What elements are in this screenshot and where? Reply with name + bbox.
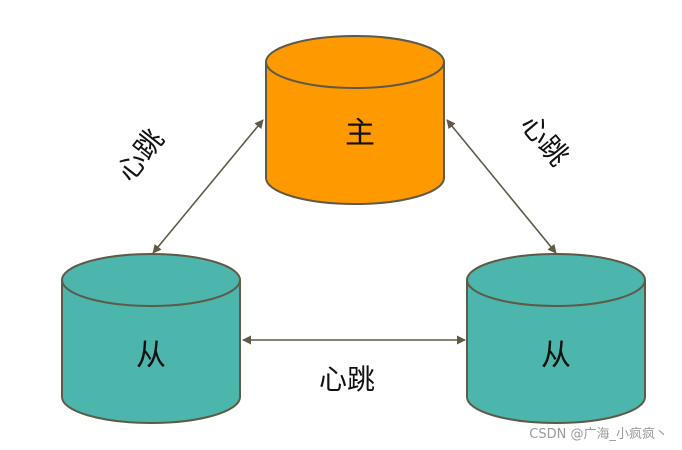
master-cylinder-top [265, 35, 445, 89]
slave-left-label: 从 [136, 338, 166, 373]
slave-left-cylinder-top [61, 253, 241, 307]
slave-right-cylinder-top [466, 253, 646, 307]
slave-node-left: 从 [61, 253, 241, 424]
slave-node-right: 从 [466, 253, 646, 424]
heartbeat-label-left: 心跳 [110, 123, 170, 187]
slave-left-cylinder-body [61, 280, 241, 424]
heartbeat-label-bottom: 心跳 [319, 363, 375, 396]
heartbeat-arrow-right [446, 119, 557, 254]
watermark: CSDN @广海_小疯疯丶 [529, 427, 668, 442]
slave-right-cylinder-body [466, 280, 646, 424]
heartbeat-arrow-left [152, 119, 264, 254]
master-label: 主 [345, 116, 375, 151]
master-node: 主 [265, 35, 445, 205]
heartbeat-label-right: 心跳 [514, 108, 575, 172]
slave-right-label: 从 [541, 338, 571, 373]
master-cylinder-body [265, 62, 445, 205]
